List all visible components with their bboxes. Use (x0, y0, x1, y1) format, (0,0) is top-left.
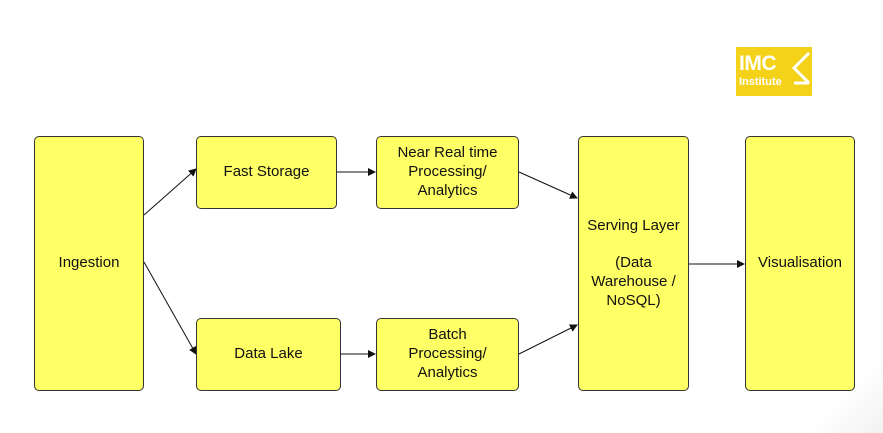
node-fast-storage: Fast Storage (196, 136, 337, 209)
node-batch-label: Batch Processing/ Analytics (408, 326, 487, 381)
arrow-near-real-time-to-serving (518, 171, 578, 199)
imc-institute-logo: IMC Institute (736, 47, 812, 96)
logo-main-text: IMC (739, 52, 777, 75)
logo-sub-text: Institute (739, 76, 782, 88)
node-serving-layer-label: Serving Layer (Data Warehouse / NoSQL) (587, 216, 680, 309)
node-visualisation-label: Visualisation (758, 254, 842, 272)
node-near-real-time-label: Near Real time Processing/ Analytics (397, 144, 498, 199)
node-ingestion: Ingestion (34, 136, 144, 391)
logo-chevron-icon (791, 51, 811, 85)
node-visualisation: Visualisation (745, 136, 855, 391)
node-data-lake-label: Data Lake (234, 345, 303, 363)
arrow-ingestion-to-data-lake (143, 261, 197, 355)
arrow-batch-to-serving (518, 324, 578, 355)
node-batch: Batch Processing/ Analytics (376, 318, 519, 391)
node-serving-layer: Serving Layer (Data Warehouse / NoSQL) (578, 136, 689, 391)
node-data-lake: Data Lake (196, 318, 341, 391)
node-near-real-time: Near Real time Processing/ Analytics (376, 136, 519, 209)
arrow-ingestion-to-fast-storage (143, 168, 197, 216)
node-fast-storage-label: Fast Storage (223, 163, 310, 181)
node-ingestion-label: Ingestion (58, 254, 120, 272)
